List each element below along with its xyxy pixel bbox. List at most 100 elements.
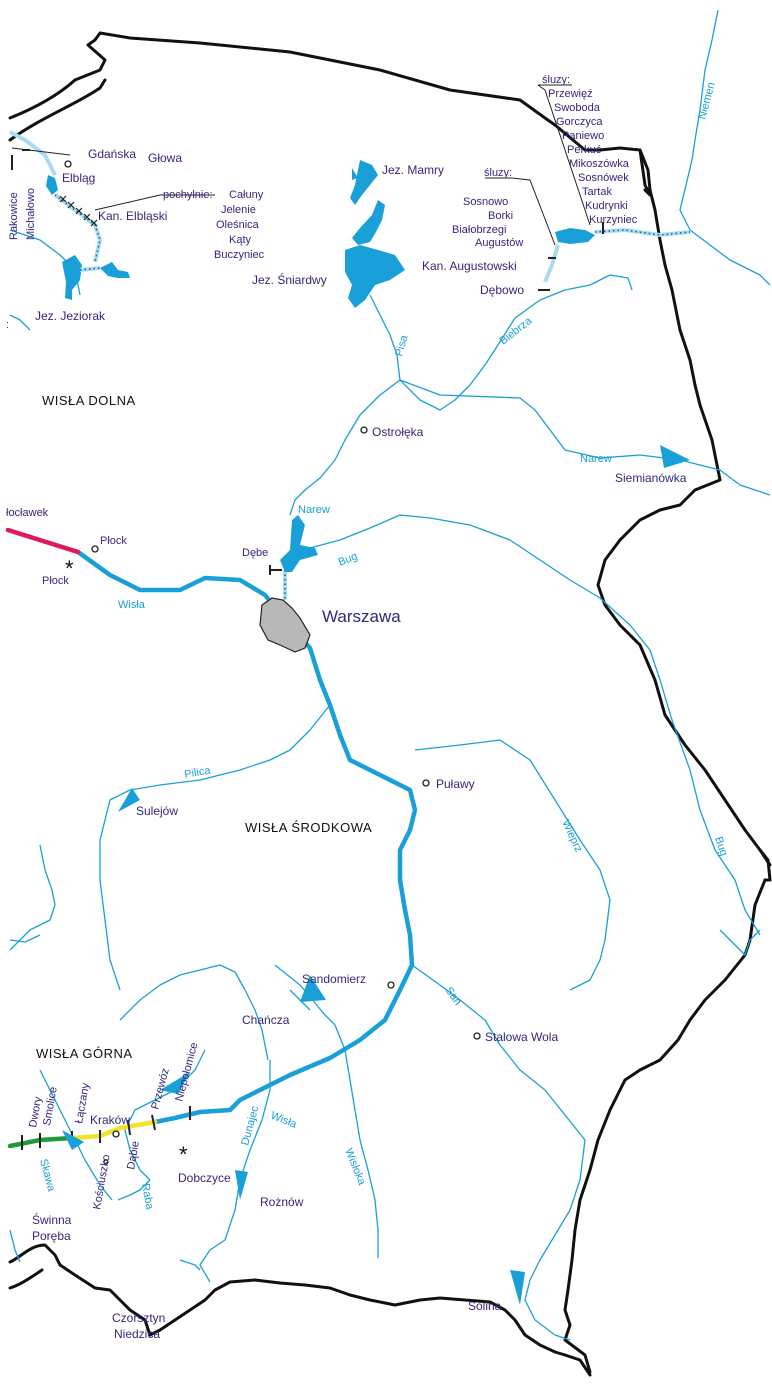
wisla-mid-label: Wisła (118, 599, 146, 611)
mamry-lake (350, 160, 378, 205)
chancza-label: Chańcza (242, 1013, 290, 1027)
pulawy-label: Puławy (436, 777, 475, 791)
sluzy-aug-item-1: Sosnowo (463, 196, 508, 208)
sluzy-east-item-9: Kudrynki (585, 200, 628, 212)
niepolomice-label: Niepołomice (173, 1041, 200, 1103)
biebrza-tributary (399, 379, 471, 411)
niemen-river (679, 9, 719, 231)
sulejow-reservoir-icon (118, 788, 140, 812)
jeziorak-label: Jez. Jeziorak (35, 309, 106, 323)
pochylnie-item-2: Jelenie (221, 204, 256, 216)
dunajec-label: Dunajec (239, 1104, 261, 1147)
wieprz-source (569, 959, 601, 991)
stalowa-wola-label: Stalowa Wola (485, 1030, 558, 1044)
biebrza-river (469, 274, 633, 386)
pilica-label: Pilica (183, 764, 212, 781)
sluzy-aug-item-4: Augustów (475, 237, 523, 249)
raba-south (117, 1179, 151, 1201)
upper-yellow-section (69, 1119, 158, 1141)
wisloka-label: Wisłoka (342, 1147, 368, 1188)
krakow-label: Kraków (90, 1113, 130, 1127)
elblaski-canal (53, 193, 103, 263)
region-lower: WISŁA DOLNA (42, 393, 136, 408)
narew-river (289, 379, 401, 516)
east-notch-border (758, 848, 772, 882)
elblaski-canal-dots (54, 194, 101, 263)
augustow-lake (555, 228, 595, 244)
elblaski-canal-label: Kan. Elbląski (98, 209, 167, 223)
roznow-label: Rożnów (260, 1195, 304, 1209)
sluzy-east-item-10: Kurzyniec (589, 214, 638, 226)
pilica-north-trib (9, 934, 41, 943)
east-border (596, 148, 772, 867)
swinna-poreba-label-2: Poręba (32, 1229, 71, 1243)
dwory-label: Dwory (27, 1095, 44, 1128)
pulawy-town-icon (422, 779, 430, 787)
solina-reservoir-icon (510, 1270, 525, 1305)
region-middle: WISŁA ŚRODKOWA (245, 820, 372, 835)
dobczyce-reservoir-icon (160, 1072, 190, 1094)
narew-east-river (399, 379, 771, 496)
gdanska-label: Gdańska (88, 147, 136, 161)
wisla-main-river (75, 549, 418, 1125)
rakowice-label: Rakowice (8, 192, 20, 240)
augustowski-canal-label: Kan. Augustowski (422, 259, 517, 273)
sulejow-label: Sulejów (136, 804, 178, 818)
sluzy-east-item-2: Swoboda (554, 102, 601, 114)
augustowski-canal (543, 227, 691, 283)
niemen-east-branch (689, 229, 771, 286)
sluzy-east-item-1: Przewięź (548, 88, 593, 100)
stalowa-wola-town-icon (473, 1032, 481, 1040)
debe-label: Dębe (242, 547, 268, 559)
southwest-border (8, 1268, 44, 1290)
pilica-river (99, 704, 331, 991)
raba-river (124, 1049, 206, 1181)
skawa-label: Skawa (37, 1158, 57, 1194)
michalowo-label: Michałowo (25, 188, 37, 240)
gdanska-leader (11, 147, 71, 156)
southeast-border (563, 878, 767, 1374)
sluzy-aug-item-2: Borki (488, 210, 513, 222)
sluzy-east-item-5: Perkuć (567, 144, 602, 156)
kosciuszko-town-icon (103, 1159, 109, 1165)
pisa-river (369, 294, 401, 381)
sandomierz-label: Sandomierz (302, 972, 366, 986)
wisloka-river (334, 1024, 379, 1258)
pochylnie-leader (94, 194, 215, 211)
bug-west-river (289, 514, 651, 651)
sniardwy-lake (345, 245, 405, 308)
zegrze-reservoir (280, 515, 318, 572)
upper-trib-west (9, 1229, 21, 1263)
coast-lagoon-border (8, 78, 107, 142)
biebrza-label: Biebrza (497, 314, 534, 347)
roznow-reservoir-icon (235, 1170, 248, 1200)
warszawa-label: Warszawa (322, 607, 401, 626)
narew-east-label: Narew (580, 453, 612, 465)
bug-trib-1 (719, 929, 761, 956)
bug-east-label: Bug (712, 835, 729, 857)
san-river (411, 964, 586, 1341)
czorsztyn-label-1: Czorsztyn (112, 1311, 165, 1325)
pochylnie-item-5: Buczyniec (214, 249, 265, 261)
glowa-label: Głowa (148, 151, 182, 165)
sluzy-east-title: śluzy: (542, 74, 570, 86)
bug-west-label: Bug (337, 550, 360, 568)
czorsztyn-label-2: Niedzica (114, 1327, 160, 1341)
sniardwy-label: Jez. Śniardwy (252, 272, 327, 287)
sluzy-east-item-3: Gorczyca (556, 116, 603, 128)
pochylnie-item-4: Kąty (229, 234, 252, 246)
sandomierz-trib (289, 989, 311, 1011)
sluzy-east-item-6: Mikoszówka (569, 158, 630, 170)
plock-label: Płock (100, 535, 127, 547)
swinna-poreba-label-1: Świnna (32, 1212, 72, 1227)
druzno-lake (46, 175, 58, 195)
wieprz-river (414, 739, 611, 961)
plock-dam-label: Płock (42, 575, 69, 587)
mamry-label: Jez. Mamry (382, 163, 444, 177)
sluzy-aug-leader (511, 177, 556, 246)
wloclawek-label: łocławek (6, 507, 49, 519)
sluzy-east-item-7: Sosnówek (578, 172, 629, 184)
city-area (259, 597, 311, 653)
pisa-label: Pisa (393, 333, 410, 358)
